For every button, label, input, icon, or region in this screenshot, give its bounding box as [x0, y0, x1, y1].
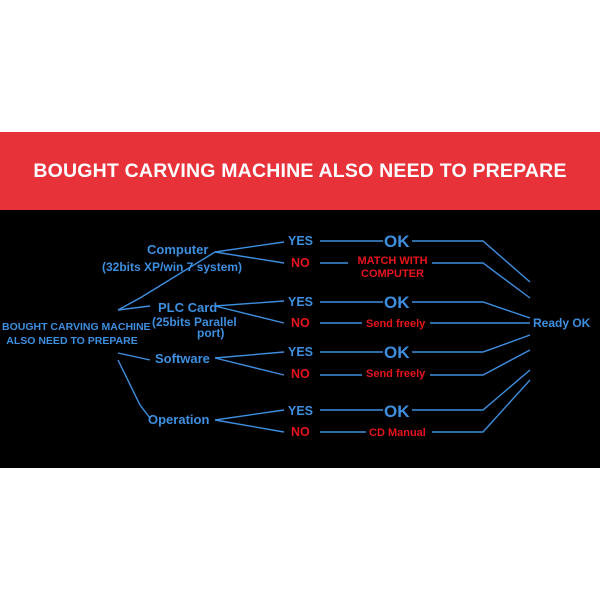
- computer-note-line-1: MATCH WITH: [357, 255, 428, 267]
- plc-no-note: Send freely: [366, 318, 426, 330]
- operation-no-note: CD Manual: [369, 427, 426, 439]
- connector-root-computer: [117, 251, 216, 311]
- computer-ok-label: OK: [384, 232, 410, 251]
- category-plc-card-detail-1: (25bits Parallel: [152, 315, 237, 329]
- connector-ok-result-4: [412, 369, 531, 411]
- plc-yes-label: YES: [288, 295, 314, 309]
- operation-yes-label: YES: [288, 404, 314, 418]
- software-no-note: Send freely: [366, 368, 426, 380]
- category-plc-card: PLC Card: [158, 300, 218, 315]
- connector-root-operation: [117, 359, 151, 419]
- banner-title: BOUGHT CARVING MACHINE ALSO NEED TO PREP…: [33, 159, 567, 182]
- connector-operation-no: [214, 419, 285, 433]
- category-plc-card-detail-2: port): [197, 326, 225, 340]
- connector-plc-yes: [214, 300, 285, 307]
- software-yes-label: YES: [288, 345, 314, 359]
- category-computer-detail: (32bits XP/win 7 system): [102, 260, 243, 274]
- banner: BOUGHT CARVING MACHINE ALSO NEED TO PREP…: [0, 132, 600, 210]
- root-line-1: BOUGHT CARVING MACHINE: [2, 321, 151, 333]
- connector-computer-yes: [214, 241, 285, 253]
- diagram-panel: BOUGHT CARVING MACHINE ALSO NEED TO PREP…: [0, 210, 600, 468]
- connector-software-yes: [214, 351, 285, 359]
- connector-note-result-1: [432, 262, 531, 299]
- connector-note-result-3: [430, 349, 531, 376]
- computer-yes-label: YES: [288, 234, 314, 248]
- connector-plc-no: [214, 305, 285, 324]
- computer-no-note: MATCH WITH COMPUTER: [350, 255, 435, 281]
- connector-operation-yes: [214, 409, 285, 421]
- plc-no-label: NO: [291, 316, 310, 330]
- software-no-label: NO: [291, 367, 310, 381]
- software-ok-label: OK: [384, 343, 410, 362]
- connector-note-result-4: [432, 379, 531, 433]
- computer-no-label: NO: [291, 256, 310, 270]
- operation-ok-label: OK: [384, 402, 410, 421]
- connector-root-software: [117, 352, 151, 361]
- plc-ok-label: OK: [384, 293, 410, 312]
- operation-no-label: NO: [291, 425, 310, 439]
- connector-lines: [117, 240, 531, 433]
- category-software: Software: [155, 351, 210, 366]
- connector-software-no: [214, 357, 285, 376]
- category-operation: Operation: [148, 412, 210, 427]
- connector-root-plc: [117, 305, 151, 311]
- computer-note-line-2: COMPUTER: [361, 268, 424, 280]
- connector-ok-result-2: [412, 301, 531, 319]
- root-node: BOUGHT CARVING MACHINE ALSO NEED TO PREP…: [2, 320, 151, 348]
- result-ready-ok: Ready OK: [533, 316, 591, 330]
- root-line-2: ALSO NEED TO PREPARE: [6, 335, 138, 347]
- connector-ok-result-1: [412, 240, 531, 283]
- category-computer: Computer: [147, 242, 209, 257]
- connector-computer-no: [214, 251, 285, 264]
- connector-ok-result-3: [412, 334, 531, 353]
